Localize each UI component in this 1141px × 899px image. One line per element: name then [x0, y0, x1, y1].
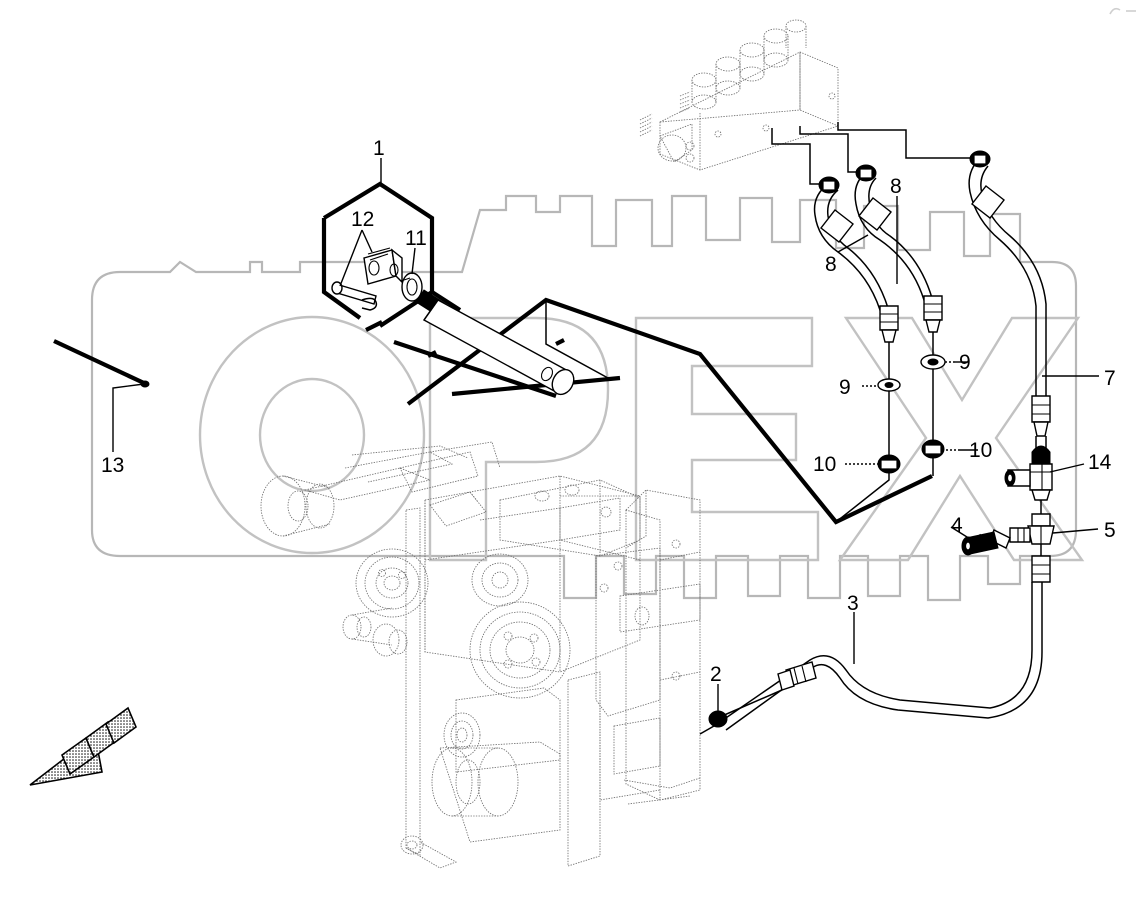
leader-lines: [112, 158, 1099, 712]
rod-13: [53, 339, 150, 388]
watermark-text-opex: [198, 315, 1085, 562]
banjo-head: [818, 150, 991, 194]
washer-bolt-column-left: [835, 342, 901, 523]
washer-ring-11: [401, 272, 423, 302]
tee-fitting-5: [1009, 513, 1055, 545]
corner-mark: [1109, 7, 1136, 15]
group-bracket-1: [321, 181, 557, 398]
control-valve-block: [639, 19, 839, 171]
hydraulic-cylinder: [415, 289, 575, 396]
watermark-gear-border: [90, 194, 1078, 602]
machine-frame-assembly: [260, 441, 701, 869]
clevis-assembly-12: [331, 247, 403, 311]
washer-bolt-column-right: [920, 332, 946, 476]
hose-group-8: [771, 122, 1051, 437]
plug-fitting-4: [961, 529, 1011, 556]
hose-7: [719, 436, 1055, 731]
angle-valve-14: [1004, 445, 1053, 501]
orientation-arrow: [29, 706, 137, 786]
